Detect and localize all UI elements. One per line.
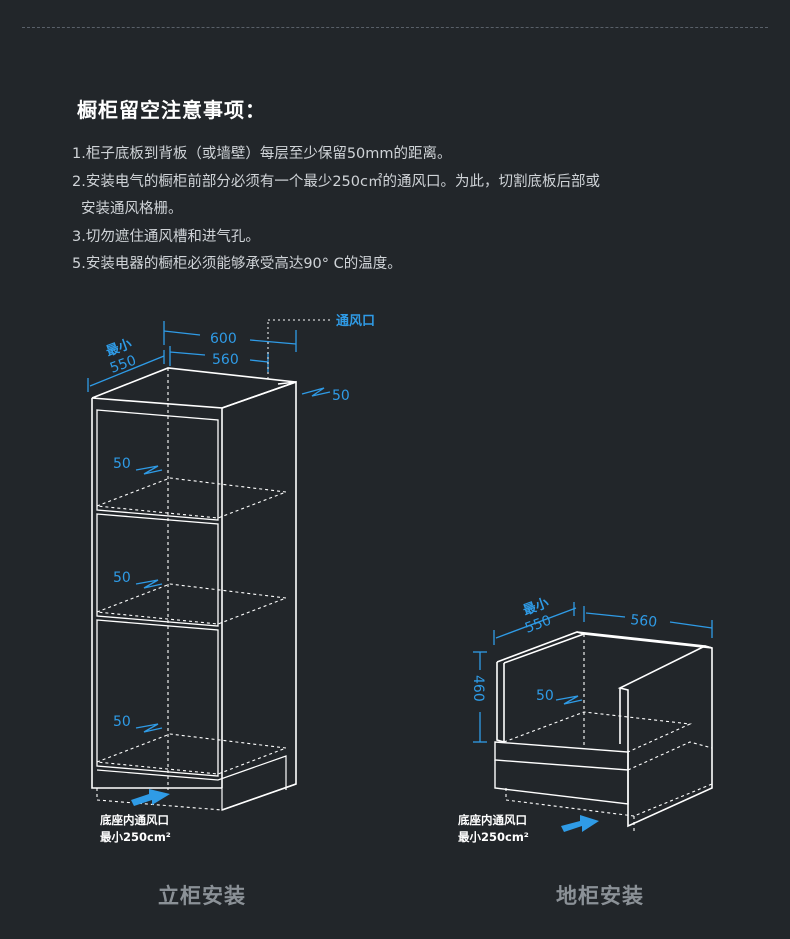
note-item: 1.柜子底板到背板（或墙壁）每层至少保留50mm的距离。 bbox=[72, 146, 452, 162]
tall-base-vent-line2: 最小250cm² bbox=[100, 830, 171, 844]
base-front-board bbox=[494, 741, 629, 771]
base-cabinet-caption: 地柜安装 bbox=[556, 884, 644, 908]
page-title: 橱柜留空注意事项： bbox=[77, 98, 266, 122]
notes-list: 1.柜子底板到背板（或墙壁）每层至少保留50mm的距离。 2.安装电气的橱柜前部… bbox=[72, 141, 772, 279]
base-cabinet-dimensions bbox=[473, 602, 713, 743]
base-base-vent-line1: 底座内通风口 bbox=[458, 813, 527, 827]
note-item-continued: 安装通风格栅。 bbox=[81, 201, 183, 217]
tall-cabinet-drawing bbox=[91, 367, 297, 811]
base-cabinet-drawing bbox=[494, 631, 713, 832]
tall-cabinet-front-frame bbox=[91, 398, 222, 789]
top-dashed-divider bbox=[22, 27, 768, 28]
tall-width-inner-label: 560 bbox=[212, 352, 239, 368]
tall-cabinet-side bbox=[221, 380, 297, 811]
base-height-label: 460 bbox=[470, 675, 486, 702]
base-vent-arrow bbox=[561, 815, 599, 832]
tall-vent-label: 通风口 bbox=[336, 313, 375, 329]
tall-cabinet-dimensions bbox=[87, 319, 331, 733]
tall-compartment-1 bbox=[96, 409, 219, 521]
tall-base-vent-line1: 底座内通风口 bbox=[100, 813, 169, 827]
base-cabinet-left-side bbox=[496, 662, 505, 744]
tall-shelf-3 bbox=[96, 733, 287, 775]
note-item: 2.安装电气的橱柜前部分必须有一个最少250c㎡的通风口。为此，切割底板后部或 bbox=[72, 173, 600, 190]
tall-plinth bbox=[96, 755, 287, 790]
tall-cabinet-top bbox=[91, 367, 297, 409]
tall-compartment-3 bbox=[96, 619, 219, 777]
base-base-vent-line2: 最小250cm² bbox=[458, 830, 529, 844]
note-item: 5.安装电器的橱柜必须能够承受高达90° C的温度。 bbox=[72, 256, 402, 272]
base-plinth bbox=[494, 760, 629, 805]
tall-shelf-2 bbox=[96, 583, 287, 625]
base-width-label: 560 bbox=[630, 612, 658, 631]
tall-shelf-gap-label-3: 50 bbox=[113, 714, 131, 730]
tall-cabinet-caption: 立柜安装 bbox=[158, 884, 246, 908]
tall-shelf-gap-label-2: 50 bbox=[113, 570, 131, 586]
tall-vent-arrow bbox=[131, 789, 170, 806]
tall-width-outer-label: 600 bbox=[210, 331, 237, 347]
base-cabinet-right-side bbox=[617, 645, 713, 828]
base-shelf bbox=[503, 711, 693, 753]
base-shelf-gap-label: 50 bbox=[536, 688, 554, 704]
tall-shelf-1 bbox=[96, 477, 287, 519]
tall-compartment-2 bbox=[96, 513, 219, 627]
note-item: 3.切勿遮住通风槽和进气孔。 bbox=[72, 228, 260, 245]
tall-top-gap-label: 50 bbox=[332, 388, 350, 404]
tall-shelf-gap-label-1: 50 bbox=[113, 456, 131, 472]
